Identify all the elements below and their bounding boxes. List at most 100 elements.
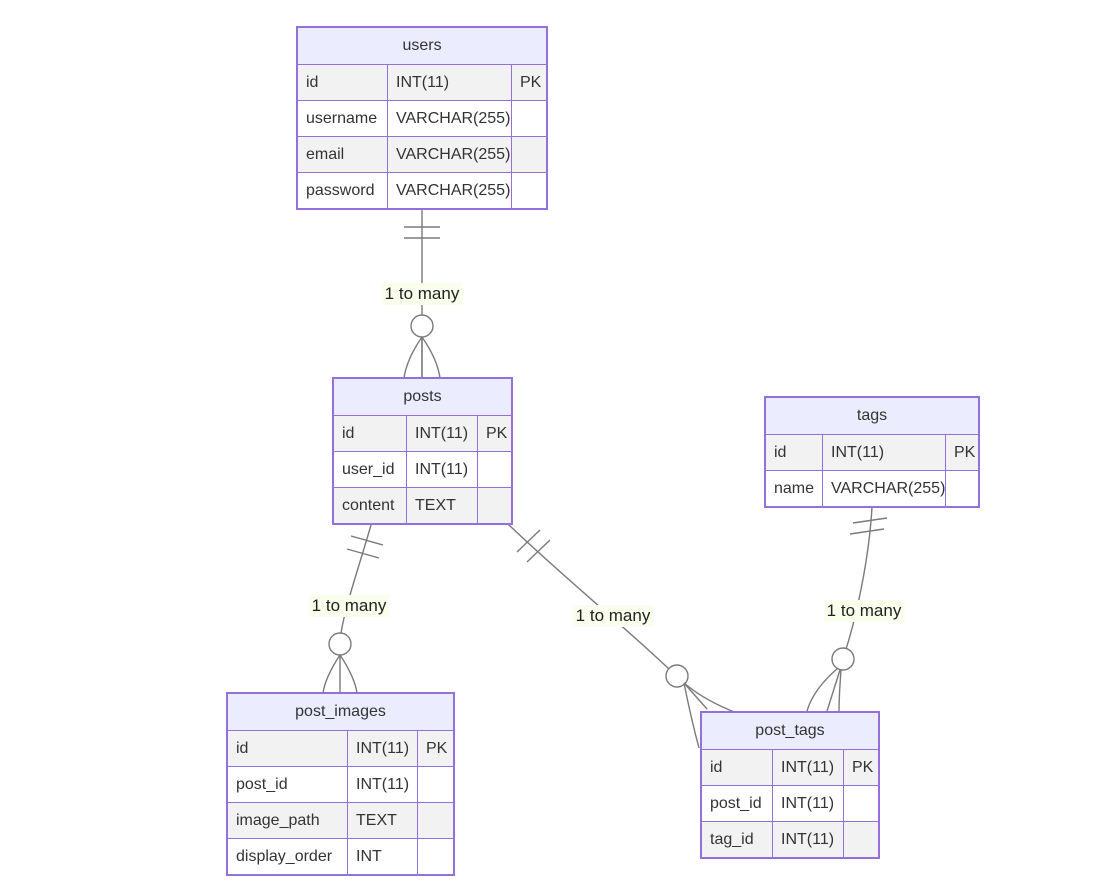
- crows-foot-icon: [322, 654, 341, 694]
- relationship-label-users-posts: 1 to many: [381, 283, 463, 305]
- attribute-name: display_order: [236, 848, 333, 865]
- attribute-name: name: [774, 480, 815, 497]
- attribute-name: id: [710, 759, 723, 776]
- attribute-row: id INT(11) PK: [298, 65, 546, 100]
- attribute-type: INT(11): [772, 750, 843, 785]
- entity-post_images: post_images id INT(11) PK post_id INT(11…: [226, 692, 455, 876]
- attribute-type: VARCHAR(255): [387, 173, 511, 208]
- relationship-label-posts-post_tags: 1 to many: [572, 605, 654, 627]
- attribute-row: user_id INT(11): [334, 451, 511, 487]
- attribute-row: password VARCHAR(255): [298, 172, 546, 208]
- attribute-key: [477, 488, 511, 523]
- relationship-line-posts-post_tags: [507, 523, 738, 749]
- entity-users: users id INT(11) PK username VARCHAR(255…: [296, 26, 548, 210]
- crows-foot-icon: [683, 682, 738, 714]
- attribute-row: image_path TEXT: [228, 802, 453, 838]
- zero-or-many-circle-icon: [410, 314, 434, 338]
- exactly-one-marker-icon: [849, 528, 885, 535]
- attribute-key: PK: [477, 416, 511, 451]
- attribute-name: email: [306, 146, 345, 163]
- entity-title: users: [298, 28, 546, 65]
- attribute-name: id: [774, 444, 787, 461]
- crows-foot-icon: [826, 669, 841, 712]
- crows-foot-icon: [339, 654, 358, 694]
- entity-post_tags: post_tags id INT(11) PK post_id INT(11) …: [700, 711, 880, 859]
- attribute-row: post_id INT(11): [702, 785, 878, 821]
- attribute-name: user_id: [342, 461, 395, 478]
- attribute-row: id INT(11) PK: [228, 731, 453, 766]
- exactly-one-marker-icon: [350, 535, 384, 546]
- attribute-row: id INT(11) PK: [334, 416, 511, 451]
- attribute-type: INT: [347, 839, 417, 874]
- attribute-key: [843, 822, 878, 857]
- attribute-name: id: [236, 740, 249, 757]
- attribute-row: display_order INT: [228, 838, 453, 874]
- attribute-key: PK: [843, 750, 878, 785]
- attribute-row: id INT(11) PK: [702, 750, 878, 785]
- attribute-type: VARCHAR(255): [822, 471, 945, 506]
- zero-or-many-circle-icon: [831, 647, 855, 671]
- attribute-key: [417, 803, 453, 838]
- crows-foot-icon: [683, 682, 708, 710]
- attribute-type: TEXT: [347, 803, 417, 838]
- attribute-key: [843, 786, 878, 821]
- attribute-key: [511, 137, 546, 172]
- attribute-row: post_id INT(11): [228, 766, 453, 802]
- relationship-edge: [340, 524, 372, 634]
- relationship-line-posts-post_images: [322, 524, 384, 694]
- attribute-type: INT(11): [406, 452, 477, 487]
- attribute-key: PK: [945, 435, 978, 470]
- attribute-type: VARCHAR(255): [387, 101, 511, 136]
- entity-title: posts: [334, 379, 511, 416]
- attribute-name: post_id: [710, 795, 762, 812]
- attribute-name: image_path: [236, 812, 320, 829]
- zero-or-many-circle-icon: [328, 632, 352, 656]
- entity-title: post_tags: [702, 713, 878, 750]
- crows-foot-icon: [403, 336, 423, 379]
- relationship-line-tags-post_tags: [806, 506, 888, 712]
- attribute-key: [511, 173, 546, 208]
- entity-title: post_images: [228, 694, 453, 731]
- attribute-key: [417, 839, 453, 874]
- crows-foot-icon: [838, 669, 842, 712]
- relationship-label-posts-post_images: 1 to many: [308, 595, 390, 617]
- attribute-type: INT(11): [822, 435, 945, 470]
- attribute-type: VARCHAR(255): [387, 137, 511, 172]
- attribute-row: username VARCHAR(255): [298, 100, 546, 136]
- attribute-type: INT(11): [347, 767, 417, 802]
- attribute-key: [417, 767, 453, 802]
- attribute-name: password: [306, 182, 375, 199]
- attribute-type: INT(11): [347, 731, 417, 766]
- crows-foot-icon: [806, 667, 839, 712]
- attribute-row: content TEXT: [334, 487, 511, 523]
- attribute-name: post_id: [236, 776, 288, 793]
- attribute-key: [477, 452, 511, 487]
- exactly-one-marker-icon: [346, 548, 380, 559]
- crows-foot-icon: [421, 336, 441, 379]
- attribute-row: email VARCHAR(255): [298, 136, 546, 172]
- attribute-type: INT(11): [772, 822, 843, 857]
- attribute-name: content: [342, 497, 395, 514]
- attribute-type: INT(11): [772, 786, 843, 821]
- exactly-one-marker-icon: [526, 539, 551, 563]
- relationship-edge: [507, 523, 670, 670]
- attribute-name: username: [306, 110, 378, 127]
- attribute-name: tag_id: [710, 831, 754, 848]
- crows-foot-icon: [683, 682, 700, 749]
- entity-title: tags: [766, 398, 978, 435]
- relationship-label-tags-post_tags: 1 to many: [823, 600, 905, 622]
- attribute-type: INT(11): [406, 416, 477, 451]
- entity-tags: tags id INT(11) PK name VARCHAR(255): [764, 396, 980, 508]
- attribute-key: PK: [511, 65, 546, 100]
- entity-posts: posts id INT(11) PK user_id INT(11) cont…: [332, 377, 513, 525]
- attribute-key: PK: [417, 731, 453, 766]
- exactly-one-marker-icon: [852, 517, 888, 524]
- attribute-row: tag_id INT(11): [702, 821, 878, 857]
- attribute-type: TEXT: [406, 488, 477, 523]
- attribute-key: [511, 101, 546, 136]
- relationship-edge: [845, 506, 873, 650]
- attribute-row: id INT(11) PK: [766, 435, 978, 470]
- attribute-row: name VARCHAR(255): [766, 470, 978, 506]
